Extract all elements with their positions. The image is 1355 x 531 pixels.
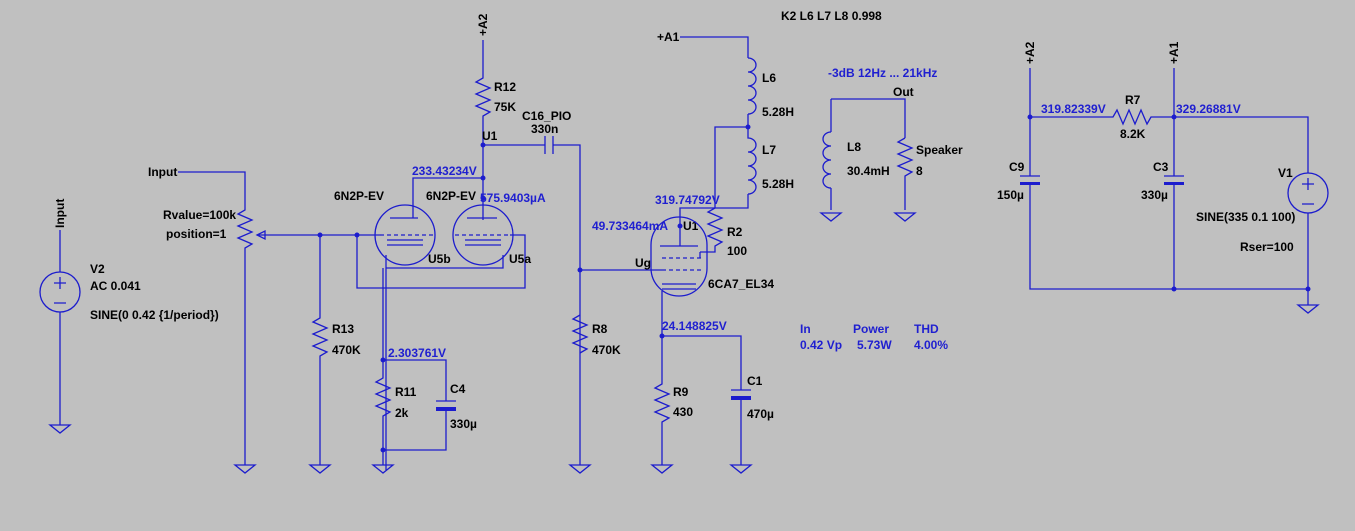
supply-wiring [1020,68,1320,314]
r2-value: 100 [727,244,747,258]
v2-ac: AC 0.041 [90,279,141,293]
ug-net-label: Ug [635,256,651,270]
result-header-power: Power [853,322,889,336]
capacitor-c9[interactable] [1020,182,1040,185]
resistor-r2[interactable] [700,207,724,253]
driver-interconnect [356,234,526,470]
r8-name: R8 [592,322,608,336]
inductor-l8[interactable] [819,98,906,222]
tube-right-model: 6N2P-EV [426,189,476,203]
pentode-u1[interactable] [650,216,708,336]
r9-value: 430 [673,405,693,419]
c1-value: 470µ [747,407,774,421]
resistor-r13[interactable] [308,232,360,474]
l8-name: L8 [847,140,861,154]
v1-name: V1 [1278,166,1293,180]
l7-value: 5.28H [762,177,794,191]
result-value-thd: 4.00% [914,338,948,352]
r9-name: R9 [673,385,689,399]
speaker-value: 8 [916,164,923,178]
c1-name: C1 [747,374,763,388]
tube-left-model: 6N2P-EV [334,189,384,203]
r11-name: R11 [395,385,417,399]
a2-top-label: +A2 [476,13,490,36]
tube-left-name: U5b [428,252,451,266]
r7-name: R7 [1125,93,1141,107]
l8-value: 30.4mH [847,164,890,178]
a1-top-label: +A1 [657,30,680,44]
op-v-u1-driver: 233.43234V [412,164,477,178]
pot-rvalue: Rvalue=100k [163,208,236,222]
l6-value: 5.28H [762,105,794,119]
input-port-label-vertical: Input [53,199,67,228]
r2-name: R2 [727,225,743,239]
input-port-label: Input [148,165,177,179]
resistor-r11[interactable] [371,268,395,474]
v2-value: SINE(0 0.42 {1/period}) [90,308,219,322]
c9-name: C9 [1009,160,1025,174]
tube-right-name: U5a [509,252,531,266]
bandwidth-directive: -3dB 12Hz ... 21kHz [828,66,937,80]
v1-rser: Rser=100 [1240,240,1294,254]
pentode-name: U1 [683,219,699,233]
op-i-driver: 575.9403µA [480,191,546,205]
v2-name: V2 [90,262,105,276]
results-table: In Power THD 0.42 Vp 5.73W 4.00% [800,322,948,352]
resistor-r8[interactable] [571,314,589,354]
op-v-cathode-driver: 2.303761V [388,346,446,360]
c3-name: C3 [1153,160,1169,174]
op-i-pentode: 49.733464mA [592,219,668,233]
pentode-model: 6CA7_EL34 [708,277,774,291]
r12-name: R12 [494,80,516,94]
c4-name: C4 [450,382,466,396]
r12-value: 75K [494,100,516,114]
c16-name: C16_PIO [522,109,571,123]
pot-position: position=1 [166,227,227,241]
l7-name: L7 [762,143,776,157]
op-v-a1: 329.26881V [1176,102,1241,116]
result-value-power: 5.73W [857,338,892,352]
r8-value: 470K [592,343,621,357]
result-header-thd: THD [914,322,939,336]
u1-net-label: U1 [482,129,498,143]
result-value-in: 0.42 Vp [800,338,842,352]
c3-value: 330µ [1141,188,1168,202]
r11-value: 2k [395,406,409,420]
voltage-source-v1[interactable] [1287,172,1329,214]
out-port-label: Out [893,85,914,99]
triode-u5b[interactable] [374,204,436,268]
r13-value: 470K [332,343,361,357]
coupling-directive: K2 L6 L7 L8 0.998 [781,9,882,23]
v1-value: SINE(335 0.1 100) [1196,210,1295,224]
speaker-load[interactable] [893,137,917,222]
c16-value: 330n [531,122,558,136]
r7-value: 8.2K [1120,127,1146,141]
op-v-a2: 319.82339V [1041,102,1106,116]
capacitor-c1[interactable] [662,335,753,474]
c9-value: 150µ [997,188,1024,202]
result-header-in: In [800,322,811,336]
a2-supply-label: +A2 [1023,41,1037,64]
op-v-screen: 319.74792V [655,193,720,207]
op-v-cathode-pentode: 24.148825V [662,319,727,333]
speaker-name: Speaker [916,143,963,157]
voltage-source-v2[interactable] [39,230,81,434]
capacitor-c3[interactable] [1164,182,1184,185]
l6-name: L6 [762,71,776,85]
r13-name: R13 [332,322,354,336]
resistor-r12[interactable] [412,40,662,474]
capacitor-c4[interactable] [383,359,456,451]
a1-supply-label: +A1 [1167,41,1181,64]
c4-value: 330µ [450,417,477,431]
resistor-r9[interactable] [650,333,674,474]
